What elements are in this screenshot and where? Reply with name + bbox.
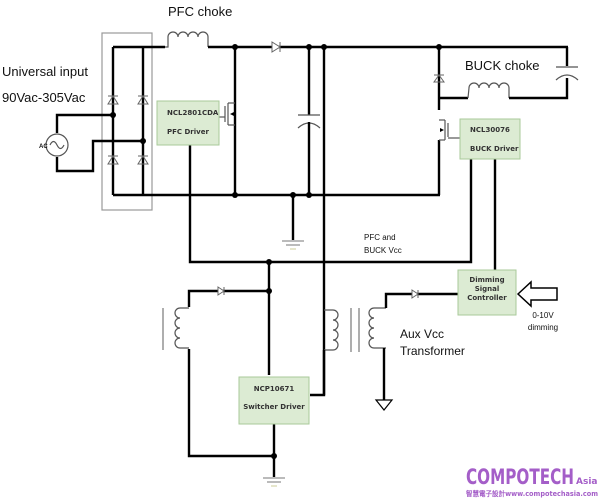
dimming-input-arrow-icon	[516, 280, 558, 308]
dimming-line1: Dimming	[469, 276, 504, 284]
switcher-driver-block: NCP10671 Switcher Driver	[238, 376, 310, 425]
ac-source	[45, 112, 146, 173]
bulk-capacitor	[297, 47, 321, 195]
buck-driver-block: NCL30076 BUCK Driver	[459, 118, 521, 160]
logo-tagline: 智慧電子設計www.compotechasia.com	[466, 489, 598, 498]
buck-driver-role: BUCK Driver	[470, 145, 519, 153]
diode-icon	[137, 95, 149, 105]
switcher-driver-part: NCP10671	[254, 385, 295, 393]
dimming-line2: Signal	[475, 285, 500, 293]
switcher-driver-role: Switcher Driver	[243, 403, 305, 411]
bridge-rectifier	[107, 45, 440, 197]
pfc-mosfet	[218, 47, 237, 195]
pfc-driver-part: NCL2801CDA	[167, 109, 219, 117]
buck-driver-part: NCL30076	[470, 126, 510, 134]
logo-brand: COMPOTECH	[466, 465, 574, 489]
pfc-diode-icon	[271, 41, 281, 53]
compotech-logo: COMPOTECH Asia 智慧電子設計www.compotechasia.c…	[466, 465, 598, 498]
dimming-controller-block: Dimming Signal Controller	[457, 269, 517, 316]
switcher-aux-winding	[162, 286, 274, 458]
input-label-line1: Universal input	[2, 64, 88, 79]
dimming-label-line1: 0-10V	[532, 311, 554, 320]
diode-icon	[107, 155, 119, 165]
vcc-label-line2: BUCK Vcc	[364, 246, 402, 255]
diode-icon	[107, 95, 119, 105]
output-capacitor	[555, 66, 579, 81]
aux-vcc-transformer	[310, 289, 458, 411]
logo-suffix: Asia	[576, 477, 597, 487]
ground-icon	[282, 195, 304, 250]
pfc-choke	[165, 31, 568, 49]
input-label-line2: 90Vac-305Vac	[2, 90, 86, 105]
pfc-driver-role: PFC Driver	[167, 128, 209, 136]
buck-mosfet	[439, 119, 460, 141]
ground-icon	[374, 399, 394, 411]
buck-choke-label: BUCK choke	[465, 58, 539, 73]
ground-icon	[263, 424, 285, 487]
dimming-label-line2: dimming	[528, 323, 558, 332]
dimming-line3: Controller	[467, 294, 507, 302]
bridge-rectifier-box	[101, 32, 153, 211]
buck-choke	[439, 47, 569, 100]
ac-label: AC	[39, 144, 48, 150]
buck-diode-icon	[433, 74, 445, 83]
pfc-choke-label: PFC choke	[168, 4, 232, 19]
aux-label-line2: Transformer	[400, 344, 465, 358]
diode-icon	[137, 155, 149, 165]
pfc-driver-block: NCL2801CDA PFC Driver	[156, 100, 220, 146]
vcc-label-line1: PFC and	[364, 233, 396, 242]
aux-label-line1: Aux Vcc	[400, 327, 444, 341]
